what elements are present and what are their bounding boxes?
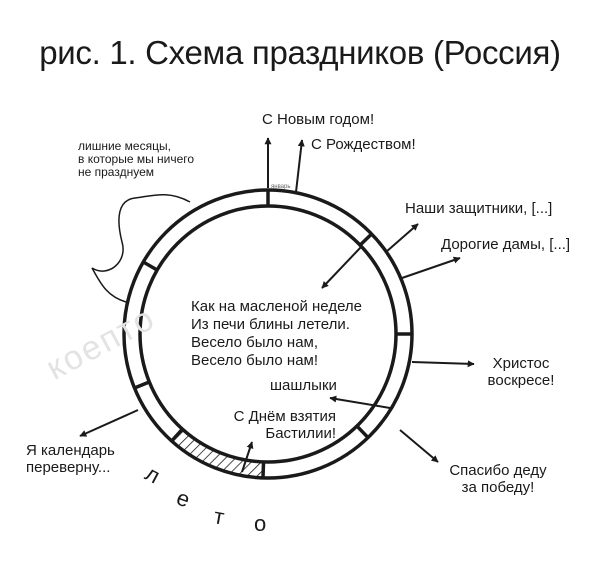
- arrow-calendar: [79, 409, 139, 437]
- holiday-arrows: [79, 137, 475, 473]
- summer-letter: о: [254, 511, 267, 536]
- label-easter-line2: воскресе!: [487, 372, 555, 389]
- month-divider: [170, 427, 184, 443]
- arrow-maslenitsa: [321, 246, 362, 289]
- label-kebabs: шашлыки: [270, 377, 337, 394]
- verse-line: Как на масленой неделе: [191, 298, 363, 315]
- verse-line: Весело было нам!: [191, 352, 319, 369]
- label-easter-line1: Христос: [492, 355, 550, 372]
- month-divider: [261, 461, 266, 478]
- arrow-defenders: [385, 223, 419, 253]
- label-calendar-line2: переверну...: [26, 459, 111, 476]
- label-extra-months: лишние месяцы, в которые мы ничего не пр…: [78, 140, 194, 179]
- label-bastille-line2: Бастилии!: [265, 425, 336, 442]
- month-divider: [358, 232, 373, 247]
- label-victory-line1: Спасибо деду: [449, 462, 547, 479]
- extra-months-bracket: [91, 194, 191, 303]
- arrow-kebabs: [329, 395, 391, 409]
- ring-inner: [138, 204, 398, 464]
- label-bastille-line1: С Днём взятия: [233, 408, 336, 425]
- label-bastille: С Днём взятия Бастилии!: [222, 408, 336, 442]
- page-title: рис. 1. Схема праздников (Россия): [39, 34, 561, 71]
- maslenitsa-verse: Как на масленой неделе Из печи блины лет…: [191, 298, 362, 370]
- label-easter: Христос воскресе!: [478, 355, 564, 389]
- ring-outer: [122, 188, 414, 480]
- arrow-victory: [399, 429, 439, 463]
- label-extra-months-line2: в которые мы ничего: [78, 152, 195, 166]
- january-tick-label: январь: [271, 184, 291, 190]
- arrow-bastille: [241, 441, 254, 473]
- label-women: Дорогие дамы, [...]: [441, 236, 571, 253]
- month-dividers: [133, 190, 412, 478]
- label-new-year: С Новым годом!: [262, 111, 375, 128]
- month-divider: [133, 380, 150, 390]
- verse-line: Весело было нам,: [191, 334, 319, 351]
- label-calendar: Я календарь переверну...: [26, 442, 115, 476]
- label-victory-line2: за победу!: [461, 479, 535, 496]
- month-divider: [142, 260, 159, 272]
- arrow-christmas: [295, 139, 305, 193]
- arrow-easter: [411, 360, 475, 368]
- label-defenders: Наши защитники, [...]: [405, 200, 553, 217]
- label-extra-months-line1: лишние месяцы,: [78, 139, 171, 153]
- label-victory: Спасибо деду за победу!: [436, 462, 560, 496]
- label-extra-months-line3: не празднуем: [78, 165, 155, 179]
- arrow-women: [401, 256, 461, 279]
- label-christmas: С Рождеством!: [311, 136, 416, 153]
- month-divider: [355, 424, 370, 439]
- verse-line: Из печи блины летели.: [191, 316, 350, 333]
- label-calendar-line1: Я календарь: [26, 442, 115, 459]
